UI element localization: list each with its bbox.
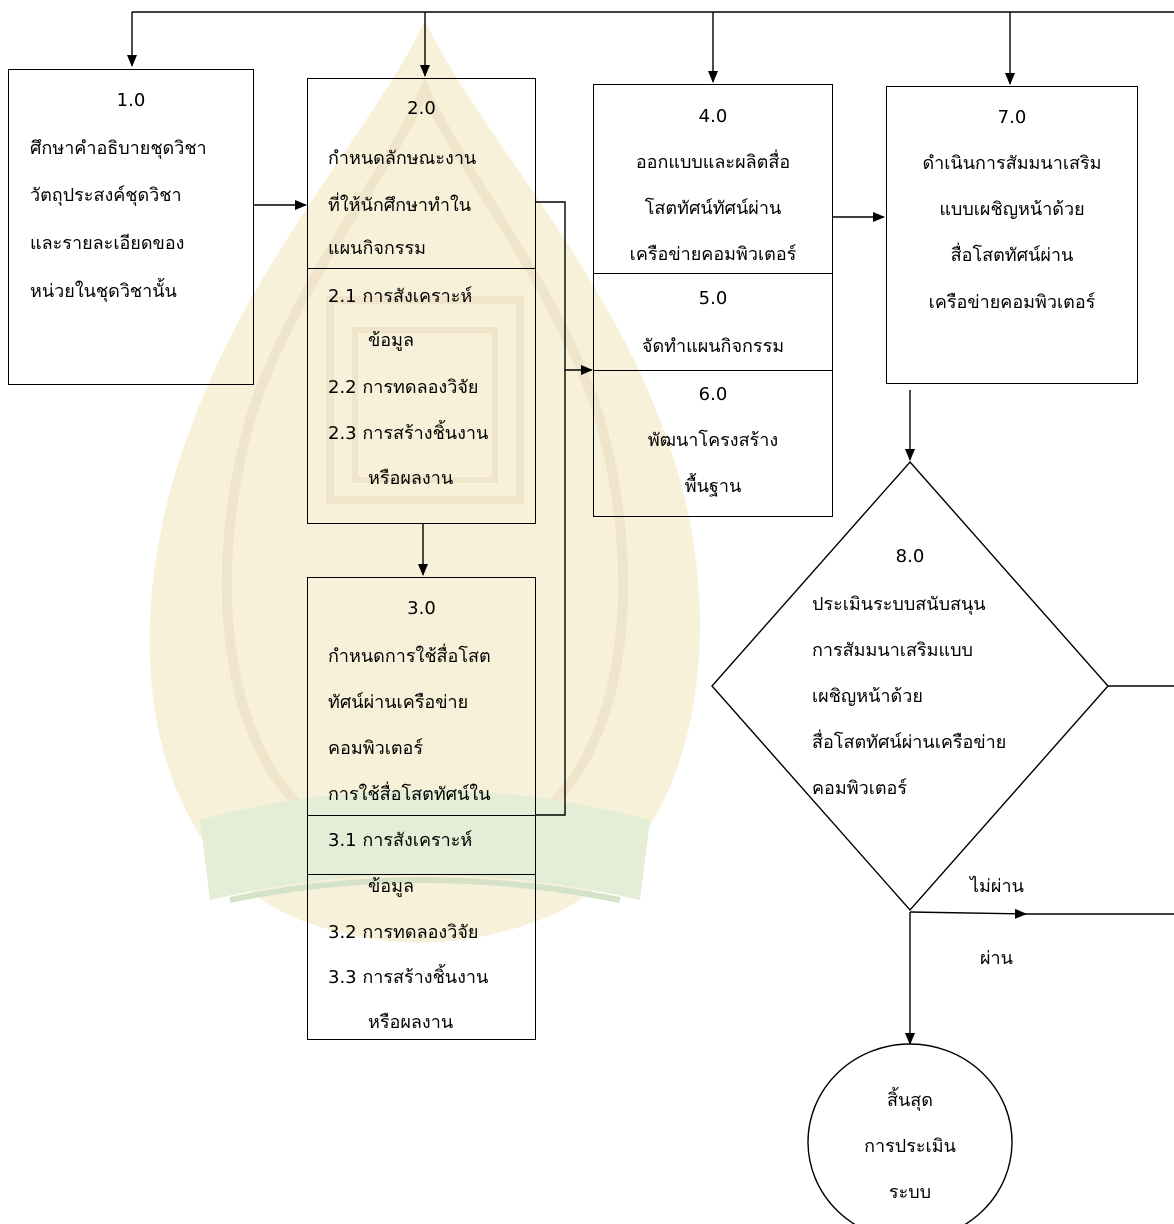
- end-terminal-circle: [807, 1043, 1013, 1224]
- label-fail: ไม่ผ่าน: [970, 876, 1024, 897]
- box-1-line-3: และรายละเอียดของ: [30, 233, 185, 254]
- box-6-line-1: พัฒนาโครงสร้าง: [647, 430, 779, 451]
- box-5-id: 5.0: [698, 288, 728, 309]
- box-1-line-4: หน่วยในชุดวิชานั้น: [30, 281, 177, 302]
- process-box-4-5-6: [593, 84, 833, 517]
- box-2-divider: [307, 268, 536, 269]
- box-2-sub-5: หรือผลงาน: [368, 468, 454, 489]
- box-3-line-2: ทัศน์ผ่านเครือข่าย: [328, 692, 469, 713]
- process-box-3: [307, 577, 536, 875]
- box-7-line-3: สื่อโสตทัศน์ผ่าน: [950, 245, 1074, 266]
- decision-8-line-1: ประเมินระบบสนับสนุน: [812, 594, 986, 615]
- box-2-sub-3: 2.2 การทดลองวิจัย: [328, 377, 479, 398]
- process-box-1: [8, 69, 254, 385]
- box-7-line-1: ดำเนินการสัมมนาเสริม: [922, 153, 1102, 174]
- box-3-sub-4: 3.3 การสร้างชิ้นงาน: [328, 967, 489, 988]
- connector-2-to-5: [535, 201, 593, 375]
- box-3-line-3: คอมพิวเตอร์: [328, 738, 424, 759]
- box-7-line-2: แบบเผชิญหน้าด้วย: [939, 199, 1085, 220]
- box-2-line-1: กำหนดลักษณะงาน: [328, 148, 477, 169]
- label-pass: ผ่าน: [980, 948, 1013, 969]
- box-3-sub-2: ข้อมูล: [368, 876, 415, 897]
- box-1-line-1: ศึกษาคำอธิบายชุดวิชา: [30, 138, 207, 159]
- box-6-id: 6.0: [698, 384, 728, 405]
- box-4-line-3: เครือข่ายคอมพิวเตอร์: [629, 244, 797, 265]
- box-7-id: 7.0: [997, 107, 1027, 128]
- box-2-id: 2.0: [407, 98, 436, 119]
- decision-8-line-2: การสัมมนาเสริมแบบ: [812, 640, 973, 661]
- arrow-fail: [909, 908, 1027, 919]
- box-5-divider: [593, 370, 833, 371]
- connector-3-to-5: [535, 370, 566, 816]
- box-2-sub-1: 2.1 การสังเคราะห์: [328, 286, 473, 307]
- box-1-line-2: วัตถุประสงค์ชุดวิชา: [30, 185, 182, 206]
- box-2-line-3: แผนกิจกรรม: [328, 238, 426, 259]
- box-4-line-2: โสตทัศน์ทัศน์ผ่าน: [644, 198, 782, 219]
- box-2-line-2: ที่ให้นักศึกษาทำใน: [328, 195, 472, 216]
- box-3-line-1: กำหนดการใช้สื่อโสต: [328, 646, 491, 667]
- box-4-line-1: ออกแบบและผลิตสื่อ: [635, 152, 791, 173]
- box-1-id: 1.0: [116, 90, 146, 111]
- box-3-line-4: การใช้สื่อโสตทัศน์ใน: [328, 784, 491, 805]
- box-4-divider: [593, 273, 833, 274]
- box-3-id: 3.0: [407, 598, 436, 619]
- decision-8-line-4: สื่อโสตทัศน์ผ่านเครือข่าย: [812, 732, 1007, 753]
- process-box-7: [886, 86, 1138, 384]
- decision-diamond-8: [711, 460, 1109, 912]
- box-6-line-2: พื้นฐาน: [684, 476, 742, 497]
- box-4-id: 4.0: [698, 106, 728, 127]
- box-3-divider: [307, 815, 536, 816]
- box-3-sub-5: หรือผลงาน: [368, 1012, 454, 1033]
- box-2-sub-2: ข้อมูล: [368, 330, 415, 351]
- box-2-sub-4: 2.3 การสร้างชิ้นงาน: [328, 423, 489, 444]
- end-line-1: สิ้นสุด: [887, 1090, 933, 1111]
- end-line-2: การประเมิน: [864, 1136, 956, 1157]
- box-3-sub-1: 3.1 การสังเคราะห์: [328, 830, 473, 851]
- box-7-line-4: เครือข่ายคอมพิวเตอร์: [928, 292, 1096, 313]
- end-line-3: ระบบ: [888, 1182, 932, 1203]
- decision-8-id: 8.0: [895, 546, 925, 567]
- process-box-3-lower: [307, 874, 536, 1040]
- decision-8-line-5: คอมพิวเตอร์: [812, 778, 908, 799]
- box-5-line-1: จัดทำแผนกิจกรรม: [641, 336, 785, 357]
- decision-8-line-3: เผชิญหน้าด้วย: [812, 686, 923, 707]
- process-box-2: [307, 78, 536, 524]
- box-3-sub-3: 3.2 การทดลองวิจัย: [328, 922, 479, 943]
